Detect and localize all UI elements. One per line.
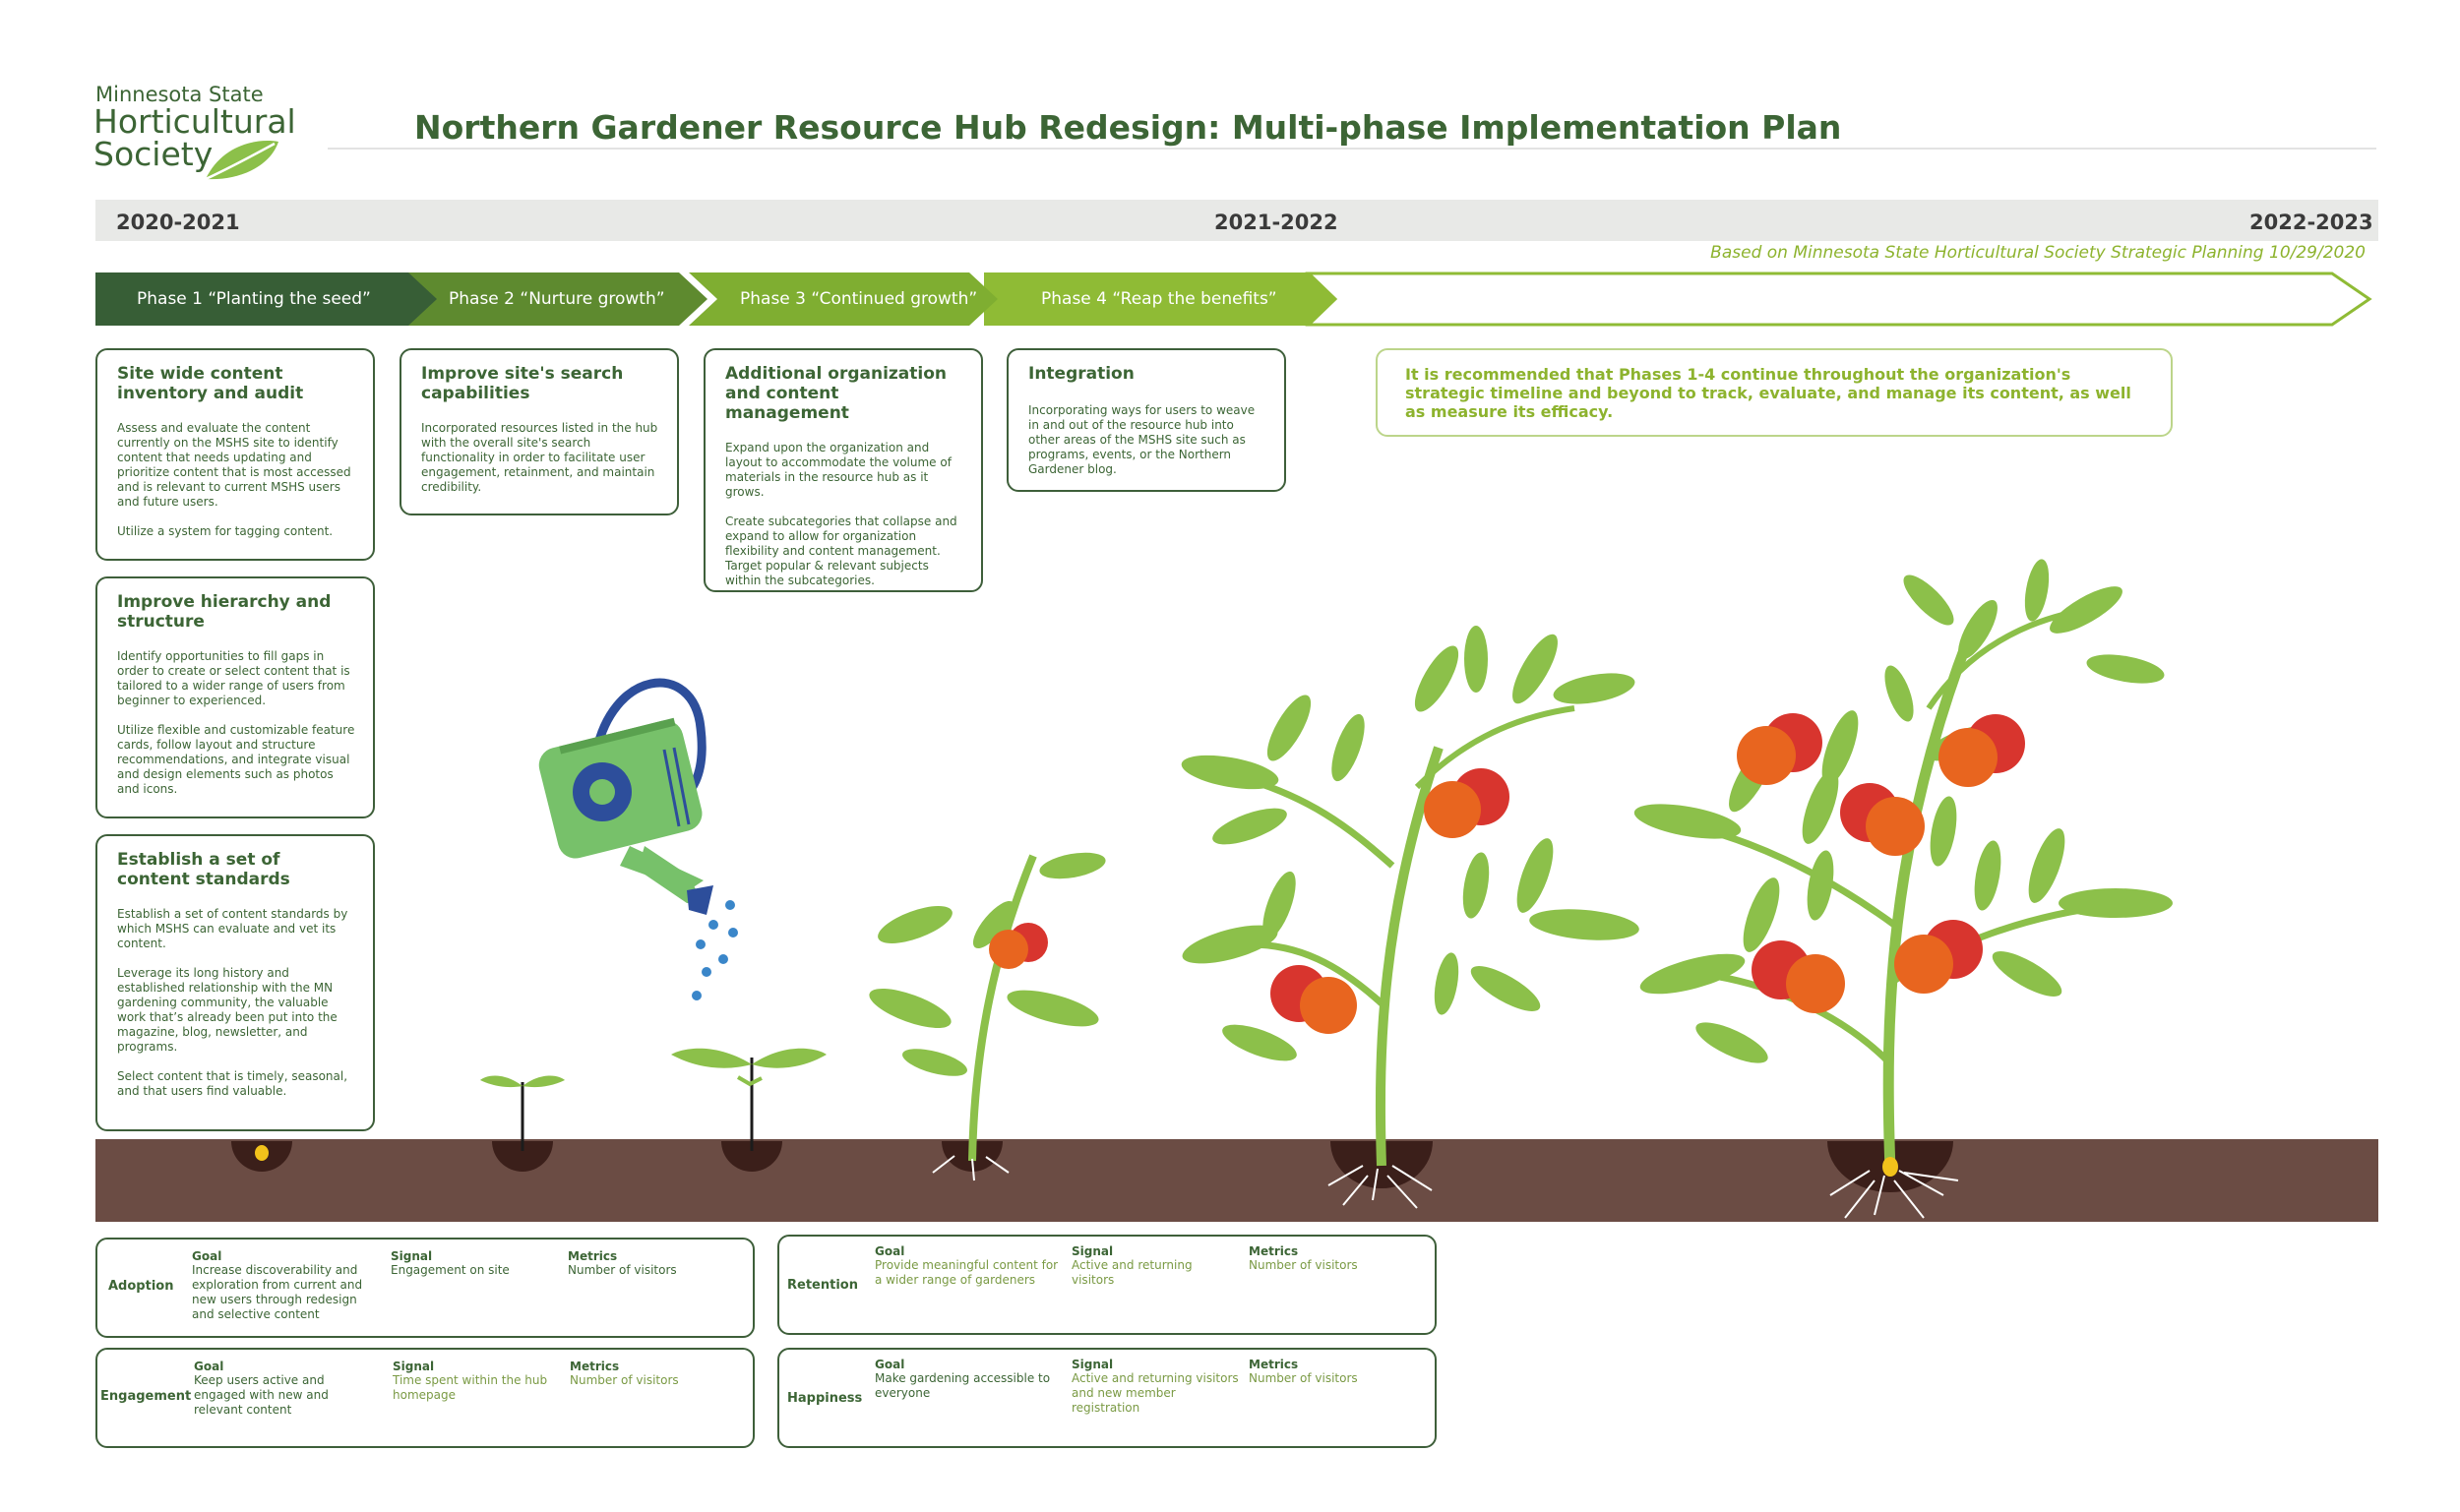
card-text: Incorporating ways for users to weave in… [1028,403,1256,476]
signal-heading: Signal [1072,1244,1114,1258]
metric-box-happiness: Happiness Goal Make gardening accessible… [777,1348,1437,1448]
recommendation-box: It is recommended that Phases 1-4 contin… [1376,348,2173,437]
signal-text: Active and returning visitors [1072,1258,1193,1287]
goal-text: Keep users active and engaged with new a… [194,1373,329,1417]
metrics-heading: Metrics [1249,1358,1299,1371]
phase-arrows [95,272,2372,327]
goal-text: Make gardening accessible to everyone [875,1371,1051,1400]
year-label-2020: 2020-2021 [116,211,240,234]
card-hierarchy-structure: Improve hierarchy and structure Identify… [95,576,375,818]
card-title: Site wide content inventory and audit [117,364,304,403]
page-title: Northern Gardener Resource Hub Redesign:… [414,108,1842,147]
sprout-icon [671,1048,827,1151]
signal-text: Active and returning visitors and new me… [1072,1371,1239,1415]
watering-can-icon [538,678,738,1000]
card-title: Improve site's search capabilities [421,364,624,403]
signal-text: Time spent within the hub homepage [393,1373,548,1402]
phase-3-label: Phase 3 “Continued growth” [740,289,978,309]
phase-1-label: Phase 1 “Planting the seed” [137,289,371,309]
metric-box-adoption: Adoption Goal Increase discoverability a… [95,1238,755,1338]
metric-name: Happiness [787,1391,863,1406]
metric-name: Adoption [108,1279,174,1294]
phase-arrow-2 [399,272,707,326]
metric-name: Engagement [100,1389,192,1404]
card-text: Utilize flexible and customizable featur… [117,723,355,796]
phase-arrow-4 [984,272,1335,326]
goal-heading: Goal [875,1358,905,1371]
goal-heading: Goal [875,1244,905,1258]
planning-note: Based on Minnesota State Horticultural S… [1710,243,2366,263]
card-text: Identify opportunities to fill gaps in o… [117,649,350,707]
phase-arrow-continuation [1305,272,2372,327]
logo-text-line3: Society [93,135,214,173]
signal-heading: Signal [391,1249,433,1263]
signal-text: Engagement on site [391,1263,510,1277]
metrics-heading: Metrics [570,1360,620,1373]
phase-arrow-1 [95,272,437,326]
card-title: Improve hierarchy and structure [117,592,332,632]
signal-heading: Signal [1072,1358,1114,1371]
card-title: Additional organization and content mana… [725,364,948,423]
metric-name: Retention [787,1278,858,1293]
goal-text: Provide meaningful content for a wider r… [875,1258,1059,1287]
phase-arrow-3 [689,272,998,326]
card-content-management: Additional organization and content mana… [704,348,983,592]
leaf-logo-icon [205,141,278,181]
card-content-inventory: Site wide content inventory and audit As… [95,348,375,561]
goal-heading: Goal [194,1360,224,1373]
goal-text: Increase discoverability and exploration… [192,1263,363,1321]
card-text: Leverage its long history and establishe… [117,966,338,1054]
metrics-text: Number of visitors [1249,1258,1358,1272]
card-text: Create subcategories that collapse and e… [725,514,957,587]
metric-box-engagement: Engagement Goal Keep users active and en… [95,1348,755,1448]
growth-illustration [95,559,2378,1222]
metrics-text: Number of visitors [1249,1371,1358,1385]
phase-2-label: Phase 2 “Nurture growth” [449,289,665,309]
logo-text-line2: Horticultural [93,102,296,141]
tomato-plant-icon [1633,559,2173,1219]
card-search-capabilities: Improve site's search capabilities Incor… [400,348,679,515]
year-label-2021: 2021-2022 [1214,211,1338,234]
card-integration: Integration Incorporating ways for users… [1007,348,1286,492]
metrics-text: Number of visitors [568,1263,677,1277]
metric-box-retention: Retention Goal Provide meaningful conten… [777,1235,1437,1335]
timeline-band [95,200,2378,241]
year-label-2022: 2022-2023 [2249,211,2373,234]
sprout-icon [480,1075,565,1151]
card-text: Select content that is timely, seasonal,… [117,1069,348,1098]
card-text: Assess and evaluate the content currentl… [117,421,351,509]
card-title: Integration [1028,364,1135,384]
title-divider [328,148,2376,150]
metrics-heading: Metrics [1249,1244,1299,1258]
goal-heading: Goal [192,1249,222,1263]
signal-heading: Signal [393,1360,435,1373]
metrics-text: Number of visitors [570,1373,679,1387]
card-text: Incorporated resources listed in the hub… [421,421,658,494]
seed-icon [231,1141,292,1172]
logo-text-line1: Minnesota State [95,83,264,106]
card-title: Establish a set of content standards [117,850,290,889]
tomato-plant-icon [1181,626,1639,1209]
card-text: Utilize a system for tagging content. [117,524,334,538]
card-text: Expand upon the organization and layout … [725,441,952,499]
card-text: Establish a set of content standards by … [117,907,348,950]
card-content-standards: Establish a set of content standards Est… [95,834,375,1131]
soil-strip [95,1139,2378,1222]
metrics-heading: Metrics [568,1249,618,1263]
phase-4-label: Phase 4 “Reap the benefits” [1041,289,1277,309]
tomato-plant-icon [869,852,1106,1181]
